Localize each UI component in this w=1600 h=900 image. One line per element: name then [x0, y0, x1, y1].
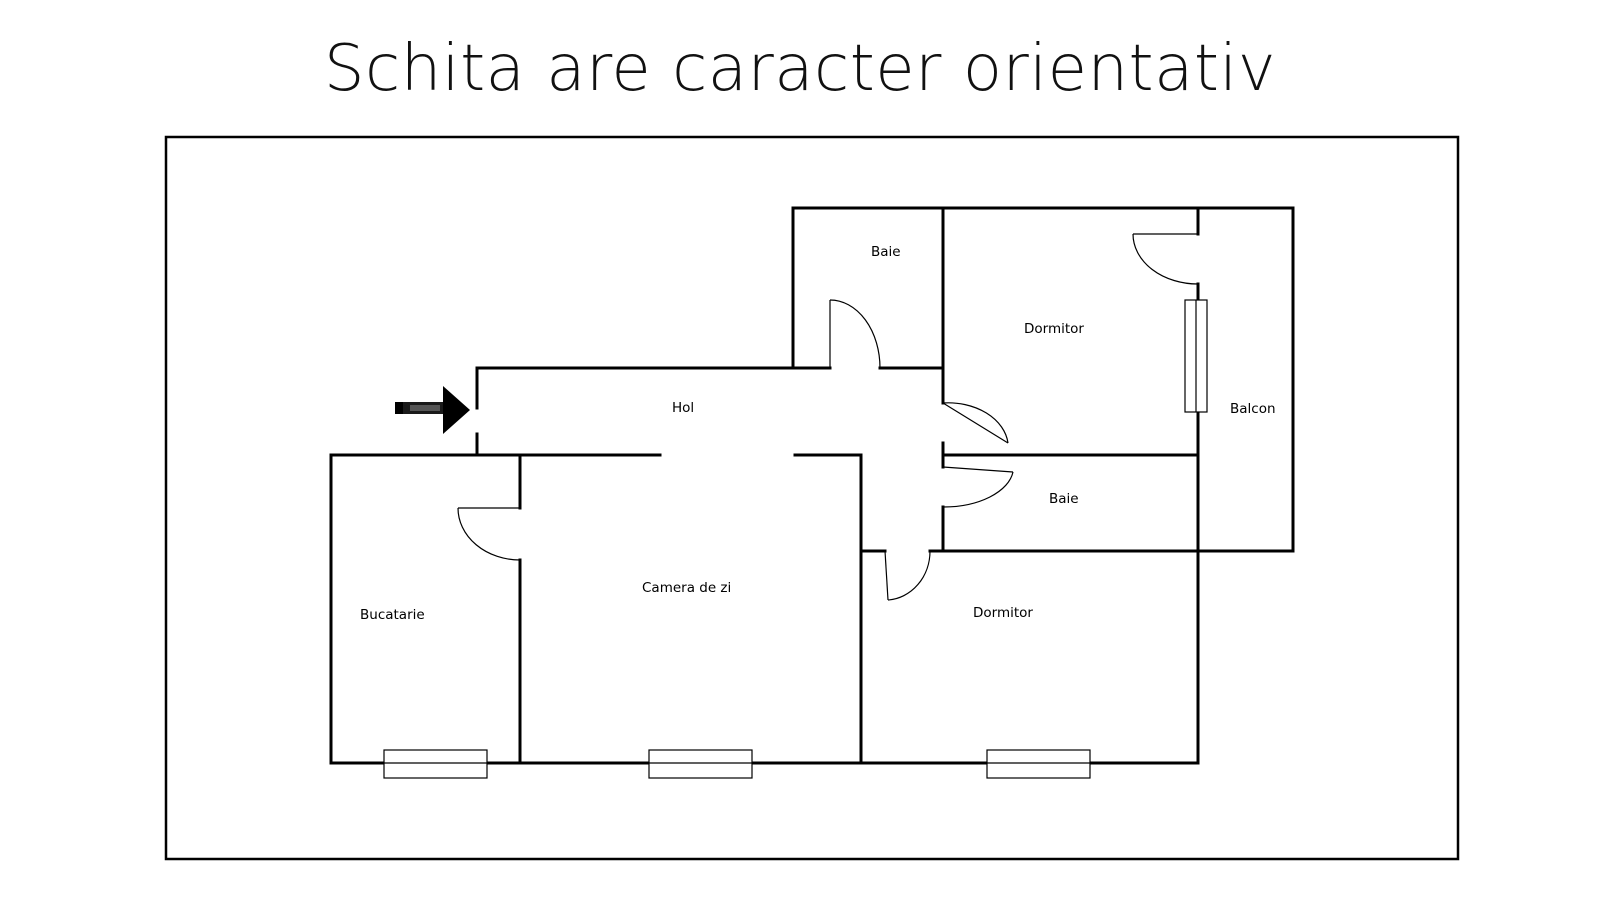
doors	[457, 233, 1199, 601]
entrance-arrow-icon	[395, 386, 470, 434]
plan-frame	[164, 135, 1460, 861]
window-camera-de-zi	[648, 749, 753, 779]
window-bucatarie	[383, 749, 488, 779]
walls	[329, 206, 1295, 765]
window-dormitor	[986, 749, 1091, 779]
page-title: Schita are caracter orientativ	[323, 32, 1277, 106]
room-labels: Baie Dormitor Hol Balcon Baie Camera de …	[360, 244, 1276, 623]
label-dormitor-top: Dormitor	[1024, 321, 1084, 337]
label-camera-de-zi: Camera de zi	[642, 580, 731, 596]
windows	[383, 299, 1208, 779]
label-hol: Hol	[672, 400, 694, 416]
label-balcon: Balcon	[1230, 401, 1276, 417]
label-bucatarie: Bucatarie	[360, 607, 425, 623]
label-baie-mid: Baie	[1049, 491, 1079, 507]
label-dormitor-bottom: Dormitor	[973, 605, 1033, 621]
label-baie-top: Baie	[871, 244, 901, 260]
